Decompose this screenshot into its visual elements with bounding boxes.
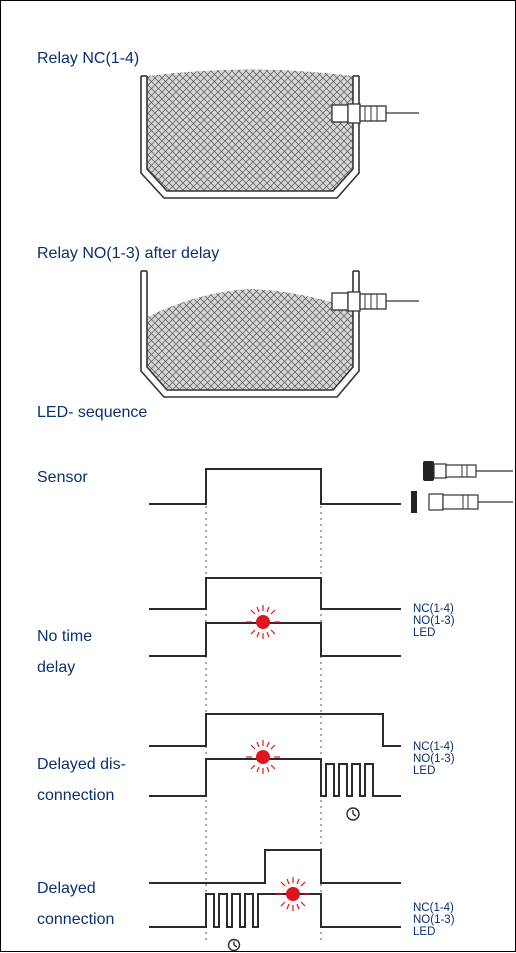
row3-led-label: LED bbox=[413, 926, 436, 938]
no-time-delay-label-1: No time bbox=[37, 628, 93, 645]
row1-nc-signal bbox=[149, 577, 401, 610]
tank-full-sensor bbox=[331, 103, 419, 124]
row3-no-signal bbox=[149, 893, 401, 928]
row2-no-label: NO(1-3) bbox=[413, 753, 455, 765]
row1-led-label: LED bbox=[413, 627, 436, 639]
row3-nc-label: NC(1-4) bbox=[413, 902, 454, 914]
led-icon-row3 bbox=[276, 877, 310, 911]
led-icon-row1 bbox=[246, 605, 280, 639]
row2-nc-label: NC(1-4) bbox=[413, 741, 454, 753]
row2-no-signal bbox=[149, 758, 401, 797]
tank-partial-sensor bbox=[331, 291, 419, 312]
row2-nc-signal bbox=[149, 713, 401, 747]
no-time-delay-label-2: delay bbox=[37, 659, 76, 676]
relay-nc-label: Relay NC(1-4) bbox=[37, 50, 140, 67]
delayed-connection-label-1: Delayed bbox=[37, 880, 96, 897]
led-sequence-label: LED- sequence bbox=[37, 404, 148, 421]
sensor-icon-covered bbox=[423, 461, 513, 481]
clock-icon-row3 bbox=[227, 938, 241, 952]
tank-partial bbox=[140, 270, 419, 398]
row1-no-label: NO(1-3) bbox=[413, 615, 455, 627]
led-icon-row2 bbox=[246, 740, 280, 774]
tank-full bbox=[140, 69, 419, 199]
row3-no-label: NO(1-3) bbox=[413, 914, 455, 926]
row1-nc-label: NC(1-4) bbox=[413, 603, 454, 615]
sensor-signal bbox=[149, 468, 401, 505]
row2-led-label: LED bbox=[413, 765, 436, 777]
tank-full-liquid bbox=[147, 69, 353, 191]
relay-no-delay-label: Relay NO(1-3) after delay bbox=[37, 245, 220, 262]
tank-partial-liquid bbox=[147, 289, 353, 390]
row1-no-signal bbox=[149, 622, 401, 657]
delayed-disconnection-label-1: Delayed dis- bbox=[37, 756, 126, 773]
row3-nc-signal bbox=[149, 849, 401, 884]
clock-icon-row2 bbox=[346, 807, 360, 821]
sensor-icon-free bbox=[411, 491, 513, 513]
delayed-connection-label-2: connection bbox=[37, 911, 115, 928]
delayed-disconnection-label-2: connection bbox=[37, 787, 115, 804]
sensor-label: Sensor bbox=[37, 469, 88, 486]
